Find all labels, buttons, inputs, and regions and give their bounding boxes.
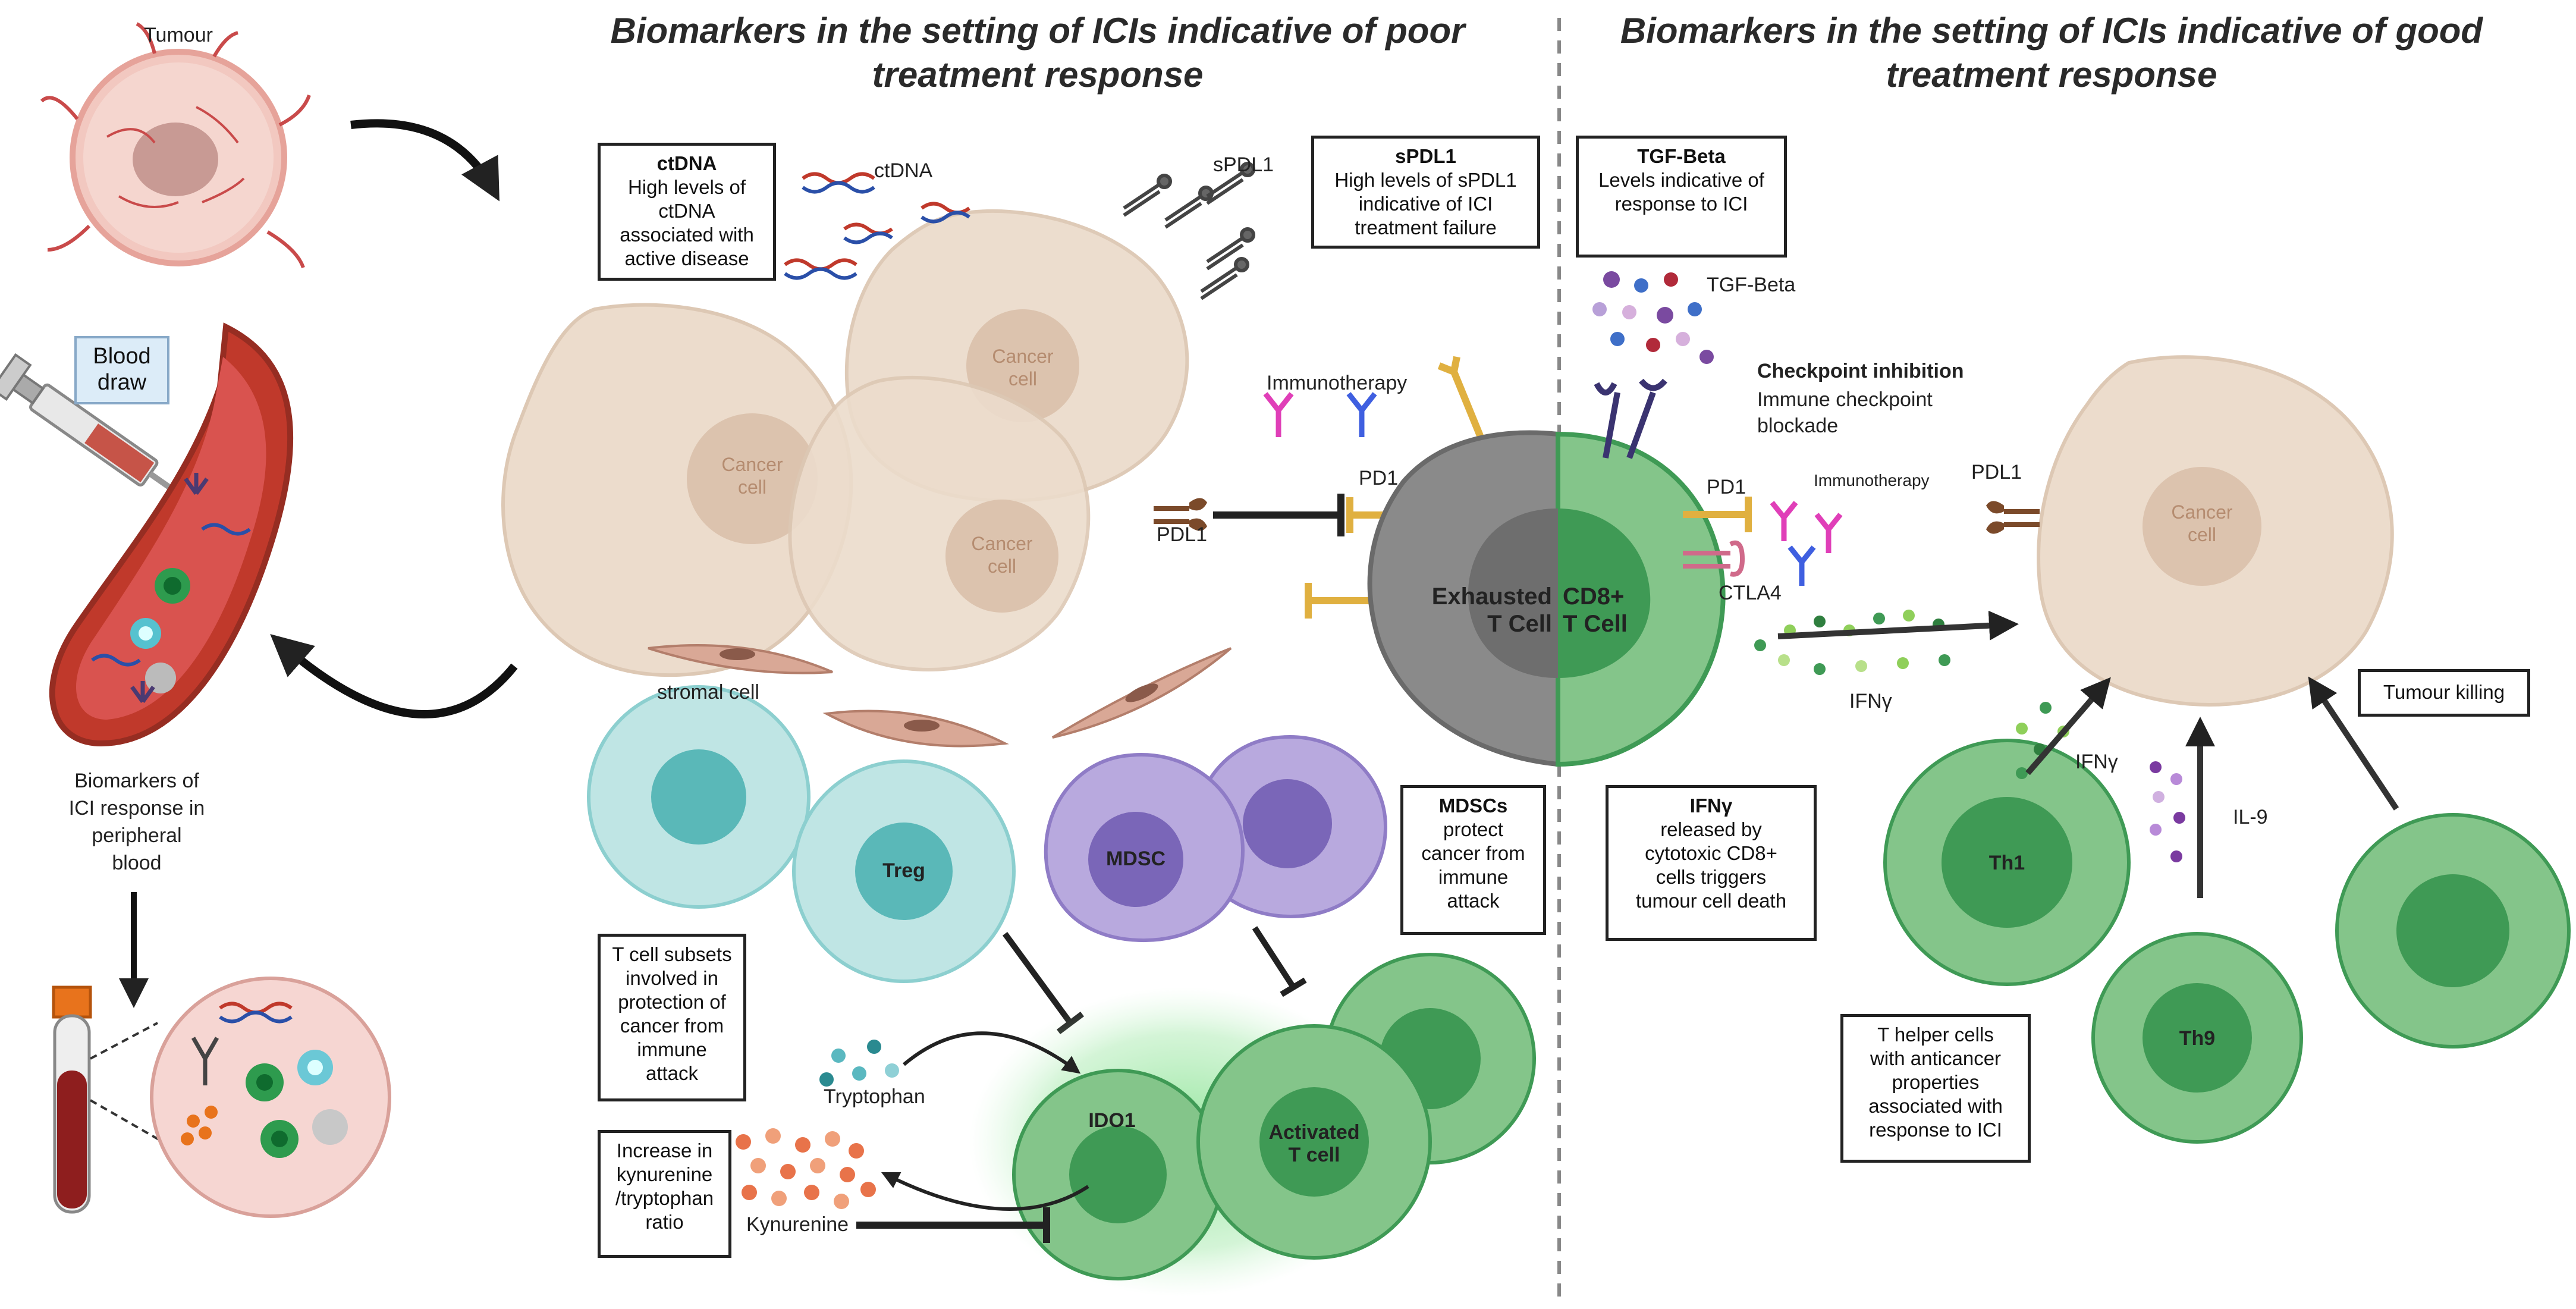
kynurenine-ratio-box: Increase in kynurenine /tryptophan ratio xyxy=(598,1130,731,1258)
blood-zoom-circle xyxy=(150,977,391,1218)
tumour-icon xyxy=(40,22,311,269)
checkpoint-title: Checkpoint inhibition xyxy=(1757,360,1964,382)
il9-label: IL-9 xyxy=(2233,806,2268,828)
heading-poor-response: Biomarkers in the setting of ICIs indica… xyxy=(610,11,1465,95)
pd1-receptor-right xyxy=(1683,497,1752,532)
killer-tcell-right xyxy=(2335,813,2571,1049)
tgf-beta-particles xyxy=(1592,271,1714,364)
mdsc-label: MDSC xyxy=(1105,847,1166,870)
ifng-label-th1: IFNγ xyxy=(2075,751,2118,773)
immunotherapy-label-left: Immunotherapy xyxy=(1267,372,1408,394)
spdl1-molecules-icon xyxy=(1123,162,1255,300)
t-helper-box: T helper cells with anticancer propertie… xyxy=(1840,1014,2031,1163)
tumour-killing-box: Tumour killing xyxy=(2358,669,2530,717)
treg-cells xyxy=(587,685,1016,983)
cancer-cell-left-label: Cancer cell xyxy=(721,454,783,498)
tgf-beta-receptors xyxy=(1594,378,1667,459)
treg-label: Treg xyxy=(882,859,925,882)
ifng-label-main: IFNγ xyxy=(1849,690,1892,712)
immunotherapy-antibodies-right xyxy=(1770,501,1843,586)
kynurenine-label: Kynurenine xyxy=(746,1213,849,1236)
ido1-label: IDO1 xyxy=(1088,1109,1136,1132)
tryptophan-label: Tryptophan xyxy=(824,1085,925,1108)
exhausted-tcell-label: Exhausted T Cell xyxy=(1431,583,1552,637)
pd1-label-right: PD1 xyxy=(1707,476,1746,498)
il9-particles xyxy=(2150,761,2185,862)
receptor-top-exhausted xyxy=(1437,356,1484,439)
blood-vessel-icon xyxy=(49,322,294,747)
cancer-cell-right-label: Cancer cell xyxy=(2171,501,2233,545)
pdl1-right-icon xyxy=(1986,501,2040,534)
kynurenine-particles xyxy=(736,1128,876,1209)
ifng-particles xyxy=(1754,610,1950,675)
syringe-icon xyxy=(0,353,191,504)
curved-arrow-top xyxy=(350,119,500,202)
activated-tcell-label: Activated T cell xyxy=(1268,1121,1360,1166)
ifng-arrow xyxy=(1777,610,2019,641)
mdscs-box-title: MDSCs xyxy=(1438,795,1508,817)
ctdna-strands-icon xyxy=(784,172,970,280)
tcell-subsets-box: T cell subsets involved in protection of… xyxy=(598,934,746,1101)
tryptophan-particles xyxy=(819,1040,899,1087)
ctdna-box-title: ctDNA xyxy=(656,152,717,174)
stromal-cells xyxy=(648,644,1232,748)
mdsc-cells xyxy=(1044,735,1388,943)
ifng-box: IFNγ released by cytotoxic CD8+ cells tr… xyxy=(1606,785,1817,941)
immunotherapy-label-right: Immunotherapy xyxy=(1814,471,1930,489)
kynurenine-inhibition-line xyxy=(856,1207,1050,1243)
cancer-cell-middle-label: Cancer cell xyxy=(971,533,1033,577)
kynurenine-arrow xyxy=(881,1172,1089,1211)
th1-arrow xyxy=(2025,677,2111,776)
th9-label: Th9 xyxy=(2179,1027,2216,1050)
th1-label: Th1 xyxy=(1988,852,2025,874)
tryptophan-arrow xyxy=(903,1031,1081,1074)
curved-arrow-bottom xyxy=(270,634,518,718)
exhausted-cd8-tcell xyxy=(1367,430,1726,767)
ctla4-label: CTLA4 xyxy=(1719,582,1782,604)
heading-good-response: Biomarkers in the setting of ICIs indica… xyxy=(1620,11,2483,95)
tgfbeta-box-body: Levels indicative of response to ICI xyxy=(1598,169,1764,215)
ctdna-box: ctDNA High levels of ctDNA associated wi… xyxy=(598,143,776,281)
ctla4-receptor xyxy=(1683,540,1745,577)
zoom-line-top xyxy=(90,1022,158,1060)
tgf-beta-label: TGF-Beta xyxy=(1707,274,1796,296)
spdl1-box: sPDL1 High levels of sPDL1 indicative of… xyxy=(1311,136,1540,249)
cancer-cell-left xyxy=(501,303,853,677)
blood-tube-icon xyxy=(52,985,92,1214)
pdl1-label-left: PDL1 xyxy=(1157,523,1208,546)
blood-draw-label: Blood draw xyxy=(74,336,169,404)
ifng-box-body: released by cytotoxic CD8+ cells trigger… xyxy=(1635,818,1787,912)
cancer-cell-top-label: Cancer cell xyxy=(992,346,1054,390)
biomarkers-caption: Biomarkers of ICI response in peripheral… xyxy=(68,770,205,874)
tcell-subsets-box-body: T cell subsets involved in protection of… xyxy=(612,943,732,1084)
killing-arrow xyxy=(2308,676,2399,811)
pdl1-label-right: PDL1 xyxy=(1971,461,2022,484)
kynurenine-ratio-box-body: Increase in kynurenine /tryptophan ratio xyxy=(615,1140,714,1233)
pd1-label-left: PD1 xyxy=(1359,467,1399,489)
ifng-box-title: IFNγ xyxy=(1689,795,1733,817)
th9-cell xyxy=(2091,932,2303,1144)
ctdna-box-body: High levels of ctDNA associated with act… xyxy=(620,176,754,269)
checkpoint-body: Immune checkpoint blockade xyxy=(1757,388,1933,437)
ctdna-label: ctDNA xyxy=(874,159,933,182)
stromal-cell-label: stromal cell xyxy=(657,681,759,704)
tgfbeta-box: TGF-Beta Levels indicative of response t… xyxy=(1576,136,1787,258)
tumour-label: Tumour xyxy=(144,24,213,46)
spdl1-label: sPDL1 xyxy=(1213,153,1274,176)
immunotherapy-antibodies-left xyxy=(1263,392,1377,437)
cd8-tcell-label: CD8+ T Cell xyxy=(1563,583,1628,637)
spdl1-box-title: sPDL1 xyxy=(1395,145,1456,167)
activated-tcells xyxy=(1012,953,1536,1280)
mdscs-box: MDSCs protect cancer from immune attack xyxy=(1400,785,1546,935)
spdl1-box-body: High levels of sPDL1 indicative of ICI t… xyxy=(1334,169,1517,238)
mdscs-box-body: protect cancer from immune attack xyxy=(1421,818,1525,912)
cancer-cell-right xyxy=(2037,355,2394,707)
mdsc-inhibition-line xyxy=(1252,926,1307,997)
t-helper-box-body: T helper cells with anticancer propertie… xyxy=(1868,1024,2003,1141)
tgfbeta-box-title: TGF-Beta xyxy=(1637,145,1726,167)
tumour-killing-box-body: Tumour killing xyxy=(2383,681,2505,703)
th1-cell xyxy=(1883,739,2131,986)
cancer-cell-middle xyxy=(788,375,1091,671)
